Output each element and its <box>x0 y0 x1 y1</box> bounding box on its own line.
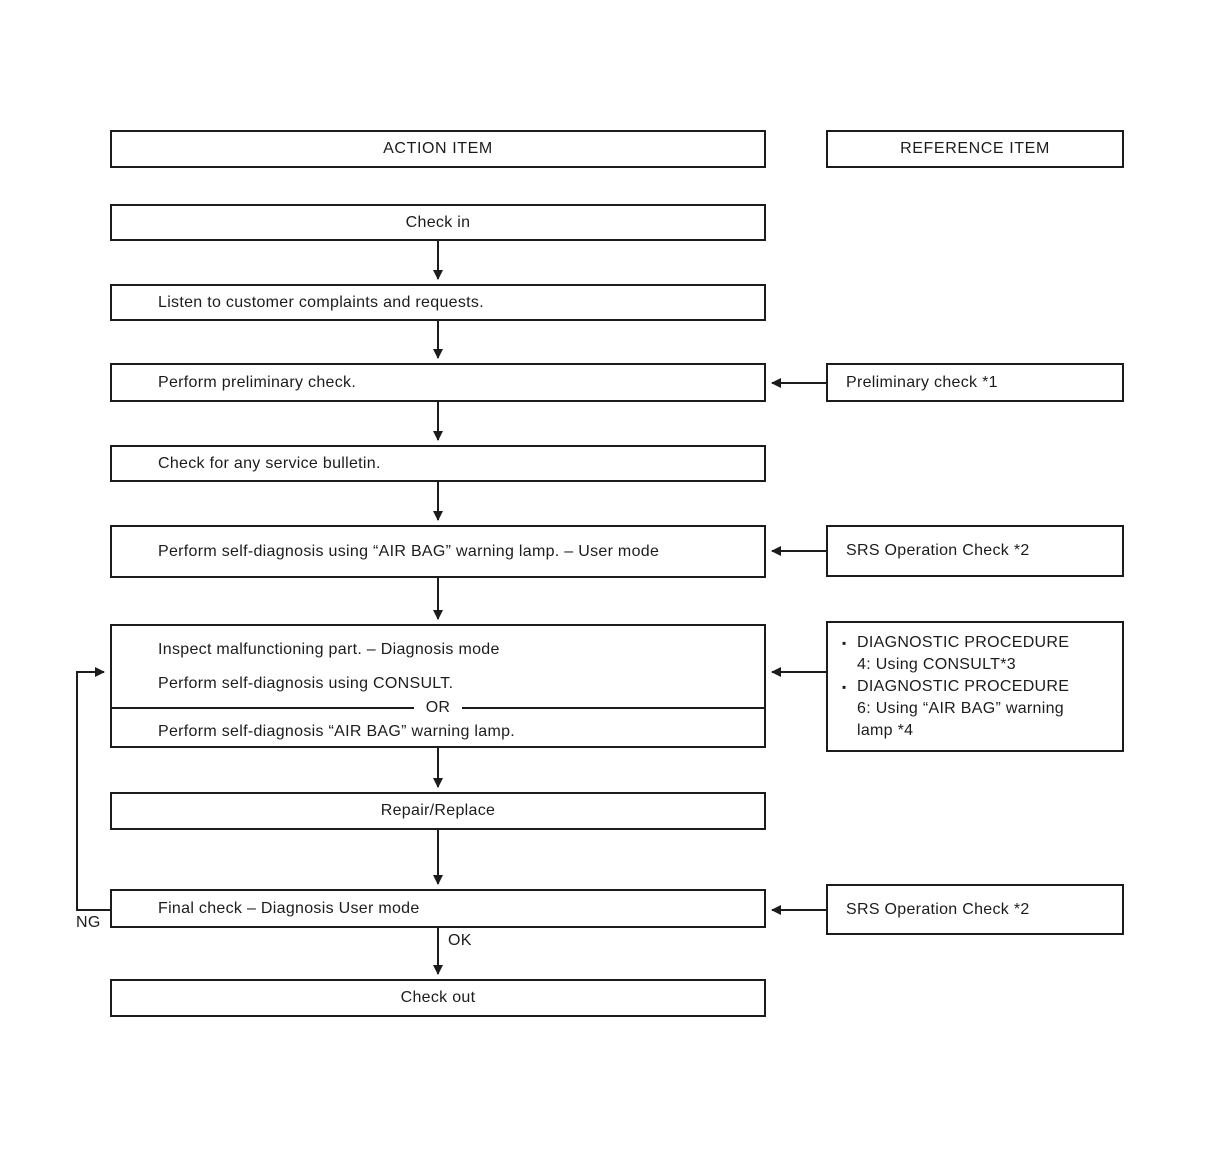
diagnostic-procedure-detail: 6: Using “AIR BAG” warning <box>857 700 1064 717</box>
inspect-line-diagnosis-mode: Inspect malfunctioning part. – Diagnosis… <box>158 641 500 658</box>
reference-item-header: REFERENCE ITEM <box>826 130 1124 168</box>
reference-box-srs-operation-check-1: SRS Operation Check *2 <box>826 525 1124 577</box>
diagnostic-procedure-detail: 4: Using CONSULT*3 <box>857 656 1016 673</box>
action-box-repair-replace: Repair/Replace <box>110 792 766 830</box>
inspect-line-warning-lamp: Perform self-diagnosis “AIR BAG” warning… <box>158 723 516 740</box>
or-label: OR <box>413 696 463 720</box>
action-box-final-check: Final check – Diagnosis User mode <box>110 889 766 928</box>
diagnostic-procedure-title: DIAGNOSTIC PROCEDURE <box>857 678 1070 695</box>
action-item-header: ACTION ITEM <box>110 130 766 168</box>
diagnostic-procedure-title: DIAGNOSTIC PROCEDURE <box>857 634 1070 651</box>
ok-label: OK <box>448 932 472 949</box>
list-item: ▪ DIAGNOSTIC PROCEDURE 4: Using CONSULT*… <box>842 632 1116 676</box>
action-box-listen: Listen to customer complaints and reques… <box>110 284 766 321</box>
action-box-check-in: Check in <box>110 204 766 241</box>
reference-box-preliminary-check: Preliminary check *1 <box>826 363 1124 402</box>
inspect-line-consult: Perform self-diagnosis using CONSULT. <box>158 675 454 692</box>
action-box-inspect-malfunctioning: Inspect malfunctioning part. – Diagnosis… <box>110 624 766 748</box>
action-box-self-diagnosis-user-mode: Perform self-diagnosis using “AIR BAG” w… <box>110 525 766 578</box>
action-box-preliminary-check: Perform preliminary check. <box>110 363 766 402</box>
list-item: ▪ DIAGNOSTIC PROCEDURE 6: Using “AIR BAG… <box>842 676 1116 742</box>
action-box-service-bulletin: Check for any service bulletin. <box>110 445 766 482</box>
reference-box-srs-operation-check-2: SRS Operation Check *2 <box>826 884 1124 935</box>
diagnostic-procedures-list: ▪ DIAGNOSTIC PROCEDURE 4: Using CONSULT*… <box>842 632 1116 742</box>
diagnostic-procedure-detail: lamp *4 <box>857 722 914 739</box>
bullet-icon: ▪ <box>842 680 847 694</box>
action-box-check-out: Check out <box>110 979 766 1017</box>
bullet-icon: ▪ <box>842 636 847 650</box>
ng-label: NG <box>76 914 101 931</box>
reference-box-diagnostic-procedures: ▪ DIAGNOSTIC PROCEDURE 4: Using CONSULT*… <box>826 621 1124 752</box>
or-divider-line: OR <box>112 696 764 720</box>
ng-feedback-loop <box>76 667 110 911</box>
